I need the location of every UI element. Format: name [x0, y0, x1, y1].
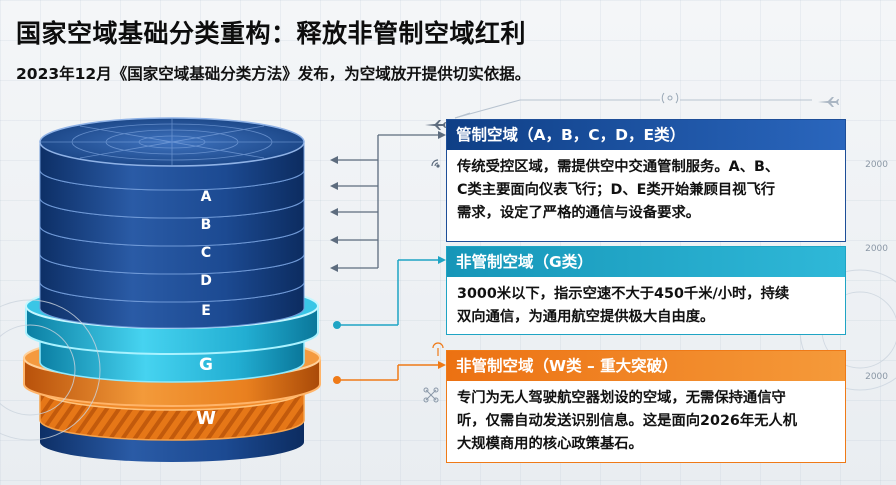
text-line: 听，仅需自动发送识别信息。这是面向2026年无人机 [457, 413, 798, 429]
drone-icon [423, 387, 439, 403]
controlled-arrowheads [330, 131, 446, 272]
plane-icon [425, 120, 446, 130]
layer-top [39, 117, 305, 191]
layer-label-a: A [201, 189, 212, 205]
g-airspace-title: 非管制空域（G类） [447, 247, 845, 277]
page-title: 国家空域基础分类重构：释放非管制空域红利 [16, 19, 527, 48]
g-connector [333, 256, 446, 329]
w-airspace-title: 非管制空域（W类 – 重大突破） [447, 351, 845, 381]
antenna-icon [432, 342, 444, 356]
layer-label-w: W [196, 408, 216, 429]
text-line: 专门为无人驾驶航空器划设的空域，无需保持通信守 [457, 390, 786, 406]
text-line: 双向通信，为通用航空提供极大自由度。 [457, 309, 715, 325]
text-line: 传统受控区域，需提供空中交通管制服务。A、B、 [457, 159, 780, 175]
layer-label-e: E [201, 303, 211, 319]
text-line: C类主要面向仪表飞行；D、E类开始兼顾目视飞行 [457, 182, 776, 198]
signal-icon [431, 159, 440, 168]
layer-label-d: D [200, 273, 212, 289]
layer-label-g: G [199, 355, 213, 375]
text-line: 需求，设定了严格的通信与设备要求。 [457, 205, 701, 221]
w-connector [333, 361, 446, 384]
w-airspace-text: 专门为无人驾驶航空器划设的空域，无需保持通信守 听，仅需自动发送识别信息。这是面… [447, 381, 845, 456]
page-subtitle: 2023年12月《国家空域基础分类方法》发布，为空域放开提供切实依据。 [16, 65, 531, 83]
controlled-airspace-box: 管制空域（A，B，C，D，E类） 传统受控区域，需提供空中交通管制服务。A、B、… [446, 119, 846, 242]
controlled-airspace-title: 管制空域（A，B，C，D，E类） [447, 120, 845, 150]
layer-label-c: C [201, 245, 211, 261]
altitude-tick: 2000 [865, 244, 888, 254]
text-line: 大规模商用的核心政策基石。 [457, 436, 643, 452]
radio-icon [661, 92, 679, 104]
g-airspace-text: 3000米以下，指示空速不大于450千米/小时，持续 双向通信，为通用航空提供极… [447, 277, 845, 329]
flight-path-decoration [454, 99, 812, 119]
altitude-tick: 2000 [865, 160, 888, 170]
controlled-connector [334, 134, 440, 269]
layer-label-b: B [201, 217, 212, 233]
altitude-tick: 2000 [865, 372, 888, 382]
g-airspace-box: 非管制空域（G类） 3000米以下，指示空速不大于450千米/小时，持续 双向通… [446, 246, 846, 335]
controlled-airspace-text: 传统受控区域，需提供空中交通管制服务。A、B、 C类主要面向仪表飞行；D、E类开… [447, 150, 845, 225]
w-airspace-box: 非管制空域（W类 – 重大突破） 专门为无人驾驶航空器划设的空域，无需保持通信守… [446, 350, 846, 463]
plane-outline-icon [818, 97, 839, 107]
text-line: 3000米以下，指示空速不大于450千米/小时，持续 [457, 286, 790, 302]
